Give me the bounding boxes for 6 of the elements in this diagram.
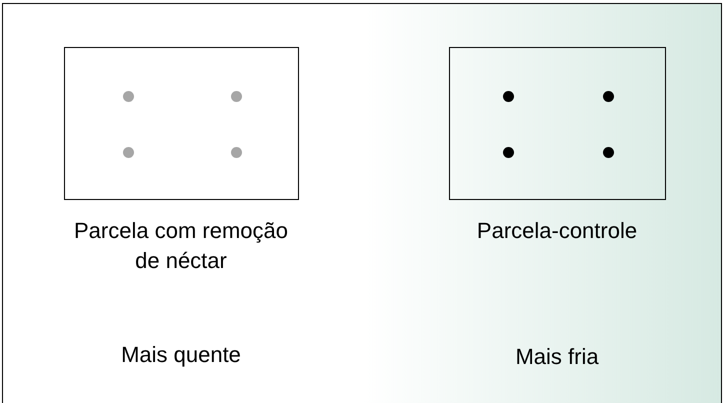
temperature-label: Mais quente (120, 341, 242, 369)
plot-box (449, 47, 666, 200)
temperature-label: Mais fria (514, 343, 600, 371)
plot-caption: Parcela-controle (476, 217, 638, 245)
plot-box (64, 47, 299, 200)
plot-caption: Parcela com remoção de néctar (73, 217, 289, 275)
